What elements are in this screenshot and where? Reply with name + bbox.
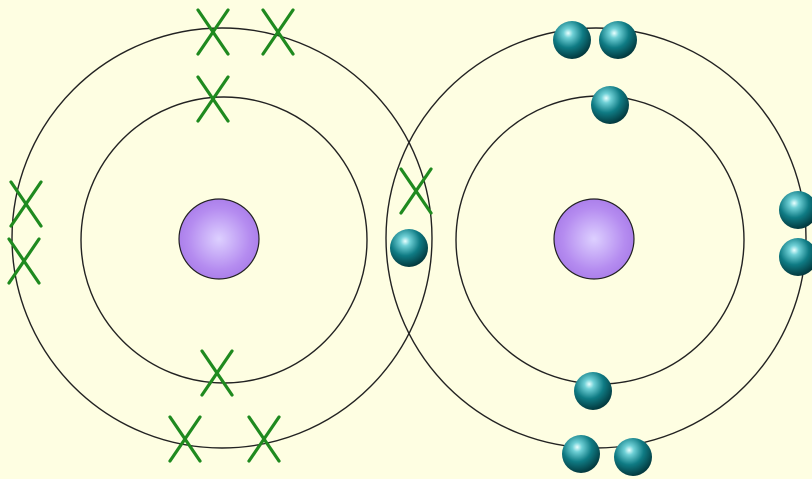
shared-cross-electron-icon — [399, 167, 433, 215]
cross-electron-icon — [261, 8, 295, 56]
ball-electron-icon — [562, 435, 600, 473]
left-nucleus — [178, 198, 260, 280]
ball-electron-icon — [599, 21, 637, 59]
ball-electron-icon — [614, 438, 652, 476]
cross-electron-icon — [9, 180, 43, 228]
shared-ball-electron-icon — [390, 229, 428, 267]
cross-electron-icon — [168, 415, 202, 463]
cross-electron-icon — [196, 75, 230, 123]
cross-electron-icon — [7, 237, 41, 285]
left-electrons — [7, 8, 433, 463]
cross-electron-icon — [200, 349, 234, 397]
ball-electron-icon — [574, 372, 612, 410]
ball-electron-icon — [779, 191, 812, 229]
cross-electron-icon — [247, 415, 281, 463]
right-electrons — [390, 21, 812, 476]
right-nucleus — [553, 198, 635, 280]
left-outer-shell — [11, 27, 433, 449]
cross-electron-icon — [196, 8, 230, 56]
ball-electron-icon — [591, 86, 629, 124]
left-atom — [11, 27, 433, 449]
ball-electron-icon — [779, 238, 812, 276]
ball-electron-icon — [553, 21, 591, 59]
